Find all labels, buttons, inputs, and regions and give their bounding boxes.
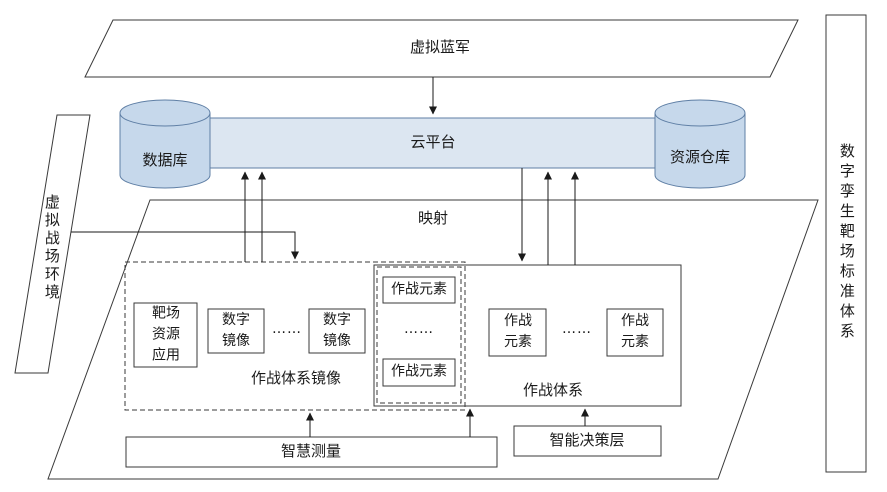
shared-elements-dashed-box [376, 266, 462, 404]
virtual-battlefield-plane [14, 114, 91, 374]
combat-element-2-box [606, 308, 664, 357]
mirror-group-dashed-box [124, 261, 466, 411]
arrow-env-to-mirror [71, 231, 299, 260]
cloud-platform-bar [164, 117, 701, 169]
database-cylinder-body [119, 113, 211, 189]
shared-element-top-box [382, 276, 456, 304]
standard-system-bar [825, 14, 867, 473]
digital-mirror-2-box [308, 308, 366, 354]
digital-mirror-1-box [207, 308, 265, 354]
resource-warehouse-cylinder-body [654, 113, 746, 189]
virtual-blue-army-plane [84, 19, 799, 78]
shared-element-bottom-box [382, 358, 456, 387]
smart-measurement-box [125, 436, 498, 468]
range-resource-app-box [133, 302, 198, 368]
intelligent-decision-layer-box [513, 425, 662, 457]
resource-warehouse-cylinder-top [654, 99, 746, 127]
database-cylinder-top [119, 99, 211, 127]
combat-element-1-box [488, 308, 547, 357]
